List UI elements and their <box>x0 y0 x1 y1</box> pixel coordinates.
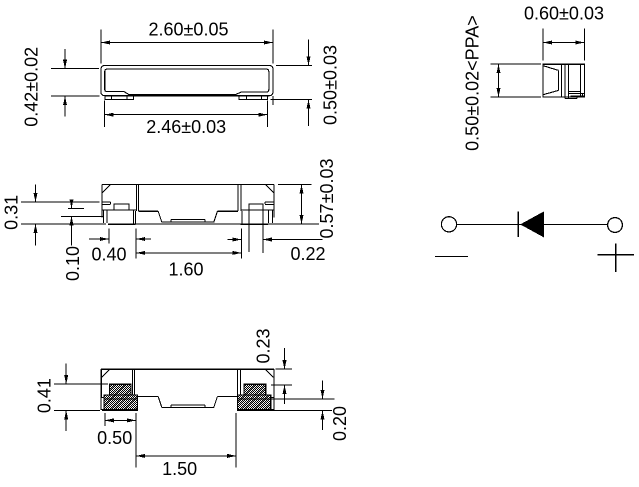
svg-text:1.50: 1.50 <box>162 459 197 479</box>
svg-text:0.50: 0.50 <box>97 428 132 448</box>
svg-text:2.60±0.05: 2.60±0.05 <box>149 20 229 40</box>
svg-text:0.57±0.03: 0.57±0.03 <box>317 159 337 239</box>
svg-text:0.50±0.03: 0.50±0.03 <box>321 45 341 125</box>
svg-text:0.31: 0.31 <box>2 195 22 230</box>
svg-text:0.60±0.03: 0.60±0.03 <box>524 4 604 24</box>
svg-text:0.22: 0.22 <box>290 244 325 264</box>
svg-text:0.10: 0.10 <box>63 246 83 281</box>
svg-text:0.23: 0.23 <box>254 328 274 363</box>
svg-text:0.42±0.02: 0.42±0.02 <box>22 47 42 127</box>
svg-text:0.41: 0.41 <box>35 378 55 413</box>
svg-text:1.60: 1.60 <box>168 260 203 280</box>
svg-text:0.50±0.02<PPA>: 0.50±0.02<PPA> <box>463 15 483 151</box>
svg-text:0.20: 0.20 <box>330 406 350 441</box>
svg-text:2.46±0.03: 2.46±0.03 <box>146 117 226 137</box>
svg-text:0.40: 0.40 <box>91 245 126 265</box>
